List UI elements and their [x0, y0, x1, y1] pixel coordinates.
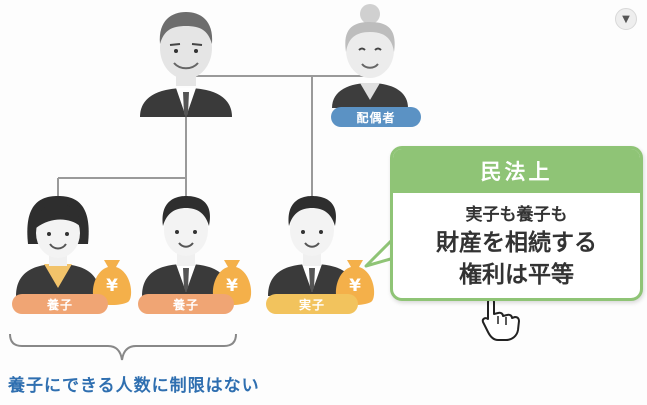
biological-child-figure [268, 196, 375, 305]
civil-law-line-1: 実子も養子も [465, 205, 568, 225]
adopted-child-1-badge: 養子 [12, 294, 108, 314]
grouping-brace [9, 333, 237, 361]
adopted-child-2-figure [142, 196, 252, 305]
spouse-badge: 配偶者 [331, 107, 421, 127]
civil-law-title: 民法上 [393, 149, 640, 193]
spouse-figure [332, 4, 408, 108]
civil-law-line-2: 財産を相続する [436, 230, 597, 256]
caption-text: 養子にできる人数に制限はない [8, 376, 260, 396]
civil-law-callout: 民法上 実子も養子も 財産を相続する 権利は平等 [390, 146, 643, 301]
hand-cursor-icon [481, 298, 520, 341]
civil-law-body: 実子も養子も 財産を相続する 権利は平等 [393, 193, 640, 291]
civil-law-line-3: 権利は平等 [459, 262, 574, 288]
biological-child-badge: 実子 [266, 294, 358, 314]
adopted-child-1-figure [16, 196, 132, 305]
adopted-child-2-badge: 養子 [138, 294, 234, 314]
father-figure [140, 12, 232, 117]
chevron-down-icon: ▼ [622, 13, 630, 25]
menu-button[interactable]: ▼ [615, 8, 637, 30]
family-tree-lines [57, 75, 370, 200]
